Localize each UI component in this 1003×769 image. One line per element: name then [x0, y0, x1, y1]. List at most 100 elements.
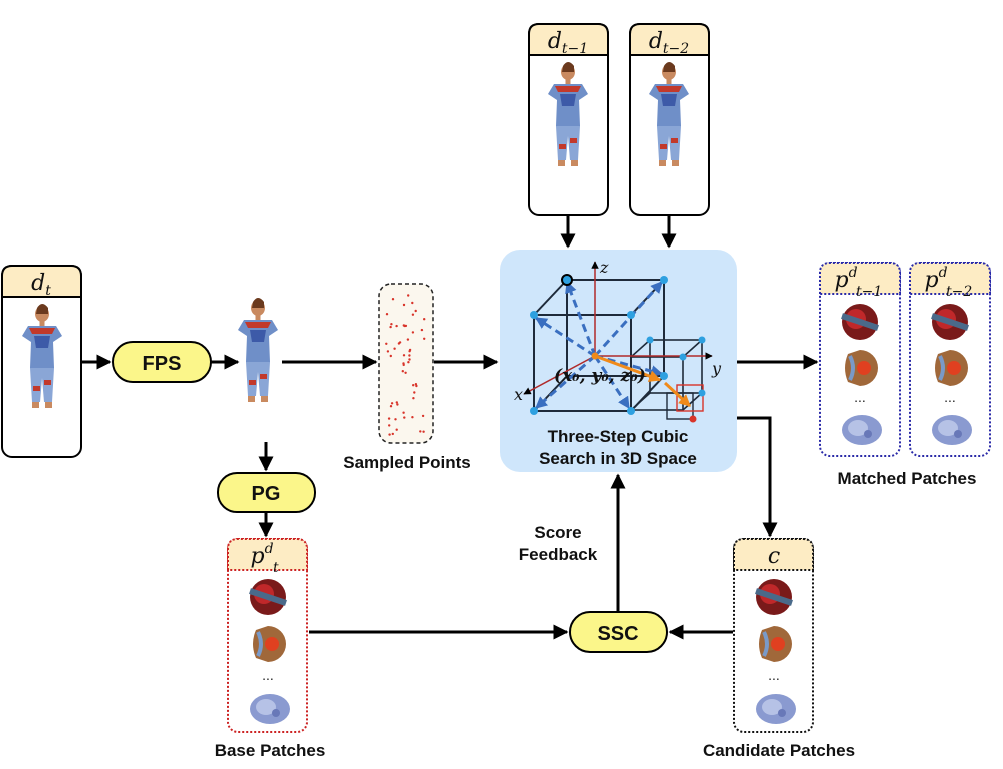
sampled-points-label: Sampled Points	[343, 453, 471, 472]
matched-patches-panel-1: pd t−1 ...	[819, 262, 901, 457]
sampled-point	[391, 298, 395, 301]
sampled-point	[411, 301, 414, 305]
sampled-point	[395, 401, 398, 404]
sampled-point	[385, 313, 389, 316]
sampled-point	[420, 328, 424, 332]
search-title-line2: Search in 3D Space	[539, 449, 697, 468]
base-header-sup: d	[265, 541, 274, 557]
candidate-patches-panel: c ...	[733, 538, 814, 733]
matched2-patch-1	[932, 304, 968, 340]
sampled-point	[414, 309, 417, 313]
matched1-header-sub: t−1	[856, 284, 882, 300]
sampled-point	[408, 358, 411, 361]
base-header-var: p	[250, 544, 264, 569]
axis-y-label: y	[711, 359, 722, 378]
matched2-ellipsis: ...	[944, 389, 956, 405]
frame-current-var: d	[31, 271, 45, 296]
frame-current-sub: t	[45, 283, 51, 299]
sampled-point	[419, 430, 422, 433]
frame-prev2-sub: t−2	[663, 41, 689, 57]
ssc-label: SSC	[597, 623, 638, 645]
sampled-point	[423, 318, 426, 321]
matched-patches-label: Matched Patches	[838, 469, 977, 488]
pg-node: PG	[217, 472, 316, 513]
sampled-point	[390, 323, 393, 326]
sampled-point	[395, 428, 398, 431]
matched2-header-sup: d	[939, 265, 948, 281]
candidate-header-var: c	[768, 544, 780, 569]
sampled-point	[411, 313, 415, 316]
sampled-point	[422, 430, 425, 433]
sampled-point	[402, 411, 405, 414]
sampled-point	[404, 371, 407, 374]
matched1-patch-3	[842, 415, 882, 445]
sampled-point	[415, 384, 418, 388]
sampled-point	[390, 402, 394, 405]
matched1-patch-1	[842, 304, 878, 340]
sampled-point	[402, 354, 406, 357]
svg-text:pd: pd	[250, 541, 273, 569]
sampled-point	[394, 418, 397, 421]
matched-patches-panel-2: pd t−2 ...	[909, 262, 991, 457]
frame-prev2: dt−2	[629, 23, 710, 216]
sampled-point	[403, 324, 406, 328]
sampled-point	[396, 403, 399, 406]
origin-label: (x₀, y₀, z₀)	[554, 366, 646, 386]
pg-label: PG	[252, 483, 281, 505]
matched2-patch-3	[932, 415, 972, 445]
sampled-points	[385, 294, 426, 436]
svg-text:pd: pd	[834, 265, 857, 293]
sampled-point	[386, 350, 390, 353]
base-patches-panel: pd t ...	[227, 538, 308, 733]
sampled-point	[387, 417, 391, 420]
base-ellipsis: ...	[262, 667, 274, 683]
sampled-point	[389, 325, 392, 329]
score-feedback-line2: Feedback	[519, 545, 598, 564]
candidate-patch-3	[756, 694, 796, 724]
sampled-point	[408, 348, 412, 352]
svg-text:dt−2: dt−2	[649, 29, 689, 57]
sampled-point	[407, 294, 410, 297]
sampled-point	[411, 331, 415, 334]
sampled-point	[408, 354, 411, 357]
frame-prev2-header	[629, 23, 710, 56]
axis-x-label: x	[514, 385, 523, 404]
svg-text:pd: pd	[924, 265, 947, 293]
sampled-point	[412, 397, 415, 400]
search-axes	[523, 261, 713, 395]
frame-prev1-header	[528, 23, 609, 56]
person-sampled-source	[238, 298, 278, 402]
candidate-patches-label: Candidate Patches	[703, 741, 855, 760]
flow-arrows	[82, 215, 819, 640]
arrow-search-to-candidate	[737, 416, 778, 538]
fps-node: FPS	[112, 341, 212, 383]
candidate-patch-1	[756, 579, 792, 615]
svg-text:dt: dt	[31, 271, 51, 299]
matched1-header-sup: d	[849, 265, 858, 281]
sampled-point	[388, 433, 391, 436]
matched1-header-var: p	[834, 268, 848, 293]
sampled-point	[403, 416, 406, 419]
base-header-sub: t	[273, 560, 279, 576]
search-panel: z y x (x₀, y₀, z₀) Three-Step Cubic Sear…	[500, 250, 737, 472]
sampled-point	[402, 303, 406, 307]
matched1-ellipsis: ...	[854, 389, 866, 405]
sampled-point	[389, 354, 392, 358]
sampled-point	[397, 342, 401, 345]
frame-prev1: dt−1	[528, 23, 609, 216]
sampled-point	[389, 405, 393, 408]
frame-prev1-sub: t−1	[562, 41, 588, 57]
sampled-points-panel	[378, 283, 434, 444]
fps-label: FPS	[143, 353, 182, 375]
search-cube-tiny	[666, 384, 704, 420]
score-feedback-line1: Score	[534, 523, 581, 542]
sampled-point	[395, 324, 398, 328]
base-patch-3	[250, 694, 290, 724]
ssc-node: SSC	[569, 611, 668, 653]
svg-text:dt−1: dt−1	[548, 29, 588, 57]
matched2-header-var: p	[924, 268, 938, 293]
sampled-point	[401, 370, 404, 373]
sampled-point	[413, 391, 416, 394]
search-vertices	[530, 274, 706, 423]
